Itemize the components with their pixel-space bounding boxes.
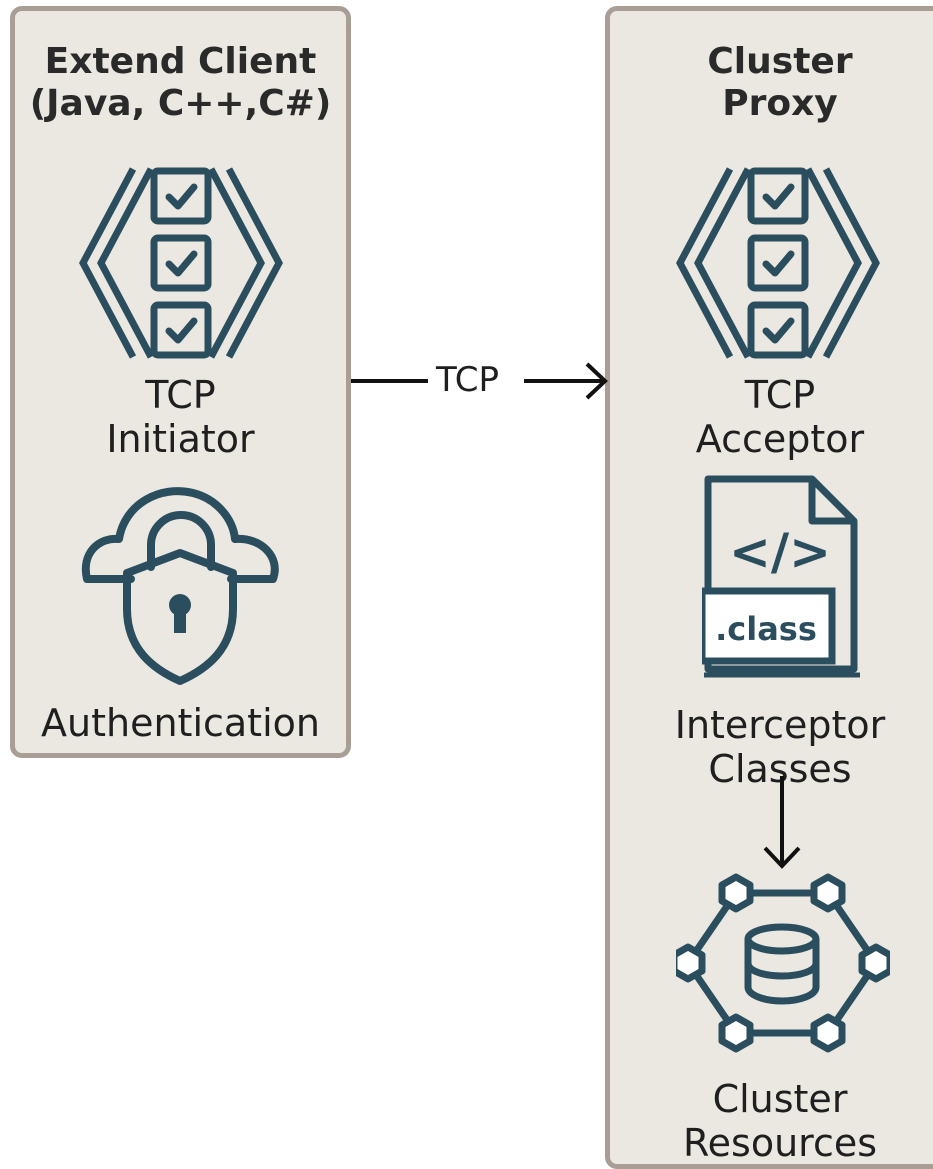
tcp-initiator-label: TCP Initiator bbox=[15, 373, 346, 461]
extend-client-title-line1: Extend Client bbox=[44, 41, 317, 82]
cloud-shield-lock-icon bbox=[81, 487, 279, 685]
authentication-label: Authentication bbox=[41, 701, 320, 745]
class-file-icon: </> .class bbox=[702, 475, 860, 678]
cluster-proxy-title: Cluster Proxy bbox=[610, 41, 933, 125]
database-network-icon bbox=[676, 873, 890, 1053]
tcp-initiator-label-line1: TCP bbox=[145, 373, 216, 417]
tcp-acceptor-label-line2: Acceptor bbox=[695, 417, 865, 461]
tcp-connection-label: TCP bbox=[436, 360, 500, 400]
extend-client-title: Extend Client (Java, C++,C#) bbox=[15, 41, 346, 125]
extend-client-panel: Extend Client (Java, C++,C#) TCP Initiat… bbox=[10, 6, 351, 758]
cluster-resources-label-line1: Cluster bbox=[712, 1077, 848, 1121]
cluster-proxy-title-line1: Cluster bbox=[707, 41, 853, 82]
file-extension-text: .class bbox=[715, 610, 817, 648]
tcp-initiator-label-line2: Initiator bbox=[106, 417, 255, 461]
interceptor-classes-label-line2: Classes bbox=[708, 747, 852, 791]
cluster-proxy-title-line2: Proxy bbox=[722, 83, 838, 124]
interceptor-classes-label: Interceptor Classes bbox=[610, 703, 933, 791]
tcp-acceptor-label: TCP Acceptor bbox=[610, 373, 933, 461]
cluster-resources-label: Cluster Resources bbox=[610, 1077, 933, 1165]
tcp-acceptor-label-line1: TCP bbox=[744, 373, 816, 417]
extend-client-title-line2: (Java, C++,C#) bbox=[29, 83, 332, 124]
interceptor-classes-label-line1: Interceptor bbox=[674, 703, 886, 747]
cluster-resources-label-line2: Resources bbox=[682, 1121, 878, 1165]
cluster-proxy-panel: Cluster Proxy TCP Acceptor </> .cla bbox=[605, 6, 933, 1169]
checklist-brackets-icon bbox=[79, 167, 283, 359]
tcp-connector-arrowhead bbox=[585, 362, 608, 400]
checklist-brackets-icon bbox=[676, 167, 880, 359]
file-code-text: </> bbox=[729, 523, 831, 581]
